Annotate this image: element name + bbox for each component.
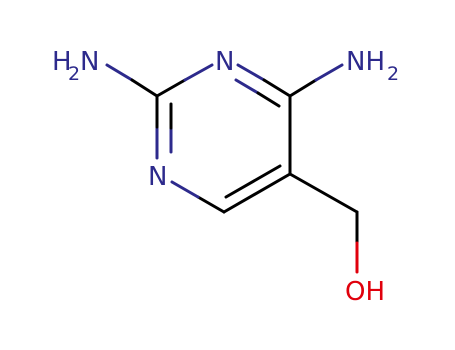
- bond-n1-c6-n: [236, 63, 266, 82]
- bond-c4-n3-c: [196, 195, 226, 214]
- bond-c5-c4: [222, 172, 292, 214]
- bond-n1-c6-inner-n: [234, 78, 260, 95]
- bond-c6-nh2-c: [288, 78, 318, 98]
- atom-nh2-right-sub: 2: [387, 63, 399, 85]
- atom-oh: OH: [345, 277, 385, 307]
- bond-c2-n1-n: [183, 63, 214, 82]
- bond-nh2-c2-n: [105, 63, 134, 82]
- bond-c5-ch2: [288, 172, 359, 214]
- bond-n1-c6-c: [262, 78, 292, 98]
- atom-ring-n-left: N: [148, 162, 167, 192]
- atom-nh2-left-n: N: [80, 47, 99, 77]
- atom-ring-n-top: N: [215, 47, 234, 77]
- bond-c5-c4-inner: [224, 164, 282, 199]
- bond-n1-c6-inner-c: [256, 91, 281, 108]
- atom-nh2-right: NH: [346, 47, 385, 77]
- atom-nh2-left-sub: 2: [68, 63, 80, 85]
- bond-c4-n3-n: [170, 180, 200, 199]
- bond-c2-n1-c: [155, 78, 187, 98]
- bond-nh2-c2-c: [130, 78, 159, 98]
- atom-nh2-left-h: H: [52, 47, 72, 77]
- bond-c6-nh2-n: [314, 63, 344, 82]
